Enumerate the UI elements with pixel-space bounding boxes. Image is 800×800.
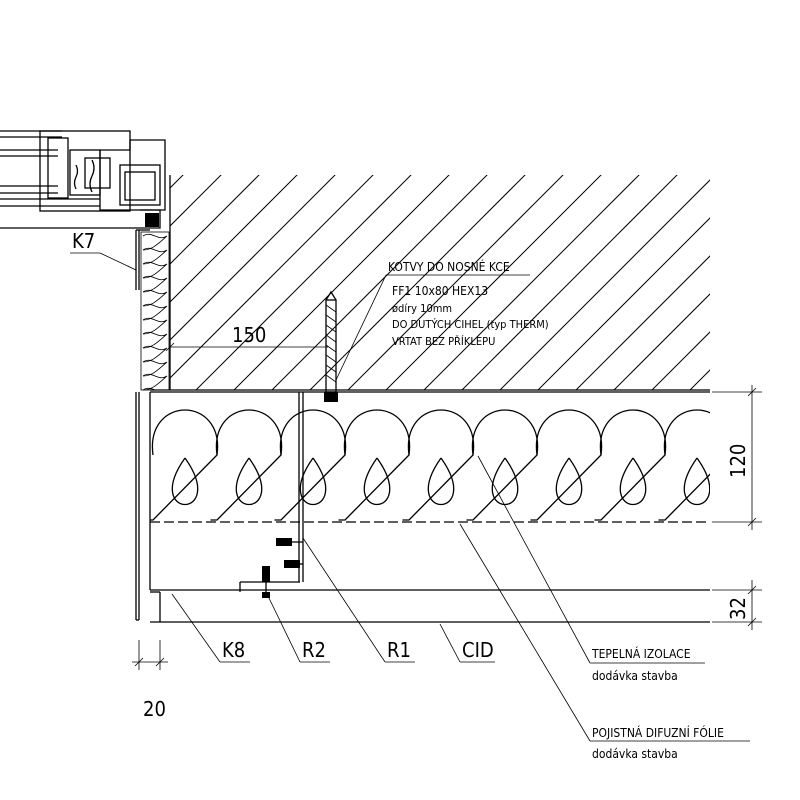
dimension-20: 20 bbox=[132, 640, 168, 721]
wall-hatch-line bbox=[170, 175, 227, 390]
insulation-coil-bottom bbox=[491, 457, 519, 506]
reveal-insulation bbox=[140, 231, 170, 391]
k7-profile bbox=[135, 229, 150, 290]
label-r1: R1 bbox=[302, 537, 415, 663]
insulation-coil-bottom bbox=[683, 457, 710, 506]
wall-hatch-line bbox=[0, 170, 36, 430]
screw-r1 bbox=[276, 538, 303, 568]
foil-title: POJISTNÁ DIFUZNÍ FÓLIE bbox=[592, 725, 724, 740]
insulation-coil bbox=[594, 409, 667, 521]
insulation-coil bbox=[466, 409, 539, 521]
wall-hatch-line bbox=[269, 175, 531, 390]
wool-coil bbox=[142, 275, 168, 293]
wall-hatch-line bbox=[170, 175, 189, 390]
anchor-line4: VRTAT BEZ PŘÍKLEPU bbox=[392, 335, 495, 348]
masonry-wall bbox=[0, 170, 800, 430]
wall-hatch-line bbox=[497, 175, 710, 390]
wall-hatch-line bbox=[0, 170, 112, 430]
anchor-line2: ødíry 10mm bbox=[392, 302, 452, 315]
anchor-line3: DO DUTÝCH CIHEL (typ THERM) bbox=[392, 318, 549, 331]
wall-hatch-line bbox=[459, 175, 710, 390]
wall-hatch-line bbox=[573, 175, 710, 390]
dim-32-text: 32 bbox=[726, 597, 750, 620]
wall-hatch-line bbox=[687, 175, 710, 390]
label-insulation: TEPELNÁ IZOLACE dodávka stavba bbox=[477, 455, 705, 683]
wall-hatch-line bbox=[307, 175, 569, 390]
cid-text: CID bbox=[462, 638, 494, 662]
foil-sub: dodávka stavba bbox=[592, 747, 678, 761]
wall-hatch-line bbox=[170, 175, 417, 390]
label-k7: K7 bbox=[70, 229, 137, 271]
wall-hatch-line bbox=[170, 175, 265, 390]
k7-text: K7 bbox=[72, 229, 95, 253]
wool-coil bbox=[142, 247, 168, 265]
wall-hatch-line bbox=[649, 175, 710, 390]
dimension-150: 150 bbox=[165, 323, 328, 352]
screw-r2 bbox=[262, 566, 270, 598]
insulation-coil-bottom bbox=[299, 457, 327, 506]
wall-hatch-line bbox=[193, 175, 455, 390]
anchor-line1: FF1 10x80 HEX13 bbox=[392, 284, 488, 298]
dimension-32: 32 bbox=[712, 580, 762, 630]
r1-text: R1 bbox=[387, 638, 411, 662]
k8-text: K8 bbox=[222, 638, 245, 662]
wall-hatch-line bbox=[231, 175, 493, 390]
wool-coil bbox=[142, 317, 168, 335]
wool-coil bbox=[142, 345, 168, 363]
wool-coil bbox=[142, 303, 168, 321]
insulation-coil-bottom bbox=[555, 457, 583, 506]
insulation-coil-bottom bbox=[427, 457, 455, 506]
insulation-coil bbox=[210, 409, 283, 521]
wall-hatch-line bbox=[170, 175, 303, 390]
wall-hatch-line bbox=[611, 175, 710, 390]
insulation-coil bbox=[658, 409, 710, 521]
insulation-coil bbox=[274, 409, 347, 521]
insulation-coil-bottom bbox=[619, 457, 647, 506]
wall-hatch-line bbox=[170, 175, 379, 390]
insulation-coil bbox=[530, 409, 603, 521]
wool-coil bbox=[142, 289, 168, 307]
wool-coil bbox=[142, 387, 167, 390]
wall-hatch-line bbox=[535, 175, 710, 390]
insulation-coil-bottom bbox=[171, 457, 199, 506]
label-cid: CID bbox=[439, 623, 495, 663]
wall-hatch-line bbox=[764, 170, 800, 430]
wool-coil bbox=[142, 233, 168, 251]
wool-coil bbox=[142, 261, 168, 279]
anchor-dowel bbox=[324, 290, 338, 402]
insulation-coil-bottom bbox=[235, 457, 263, 506]
insulation-coil bbox=[338, 409, 411, 521]
insulation-title: TEPELNÁ IZOLACE bbox=[591, 646, 691, 661]
dim-150-text: 150 bbox=[232, 323, 266, 347]
wool-coil bbox=[142, 373, 168, 390]
wall-hatch-line bbox=[726, 170, 800, 430]
insulation-coil-bottom bbox=[363, 457, 391, 506]
wall-hatch-line bbox=[345, 175, 607, 390]
label-foil: POJISTNÁ DIFUZNÍ FÓLIE dodávka stavba bbox=[459, 523, 750, 761]
dimension-120: 120 bbox=[712, 385, 762, 530]
wall-hatch-line bbox=[421, 175, 683, 390]
wall-hatch-line bbox=[383, 175, 645, 390]
thermal-insulation bbox=[149, 391, 710, 523]
label-k8: K8 bbox=[171, 593, 250, 663]
anchor-note: KOTVY DO NOSNÉ KCE FF1 10x80 HEX13 ødíry… bbox=[335, 259, 549, 381]
dim-120-text: 120 bbox=[726, 444, 750, 478]
anchor-title: KOTVY DO NOSNÉ KCE bbox=[388, 259, 510, 274]
window-frame bbox=[0, 130, 166, 229]
label-r2: R2 bbox=[267, 595, 330, 663]
cladding bbox=[135, 392, 710, 623]
insulation-coil bbox=[150, 409, 219, 521]
dim-20-text: 20 bbox=[143, 697, 166, 721]
wool-coil bbox=[142, 331, 168, 349]
wall-hatch-line bbox=[170, 175, 341, 390]
wall-hatch-line bbox=[0, 170, 150, 430]
r2-text: R2 bbox=[302, 638, 326, 662]
insulation-coil bbox=[402, 409, 475, 521]
wall-hatch-line bbox=[0, 170, 74, 430]
insulation-sub: dodávka stavba bbox=[592, 669, 678, 683]
wool-coil bbox=[142, 359, 168, 377]
